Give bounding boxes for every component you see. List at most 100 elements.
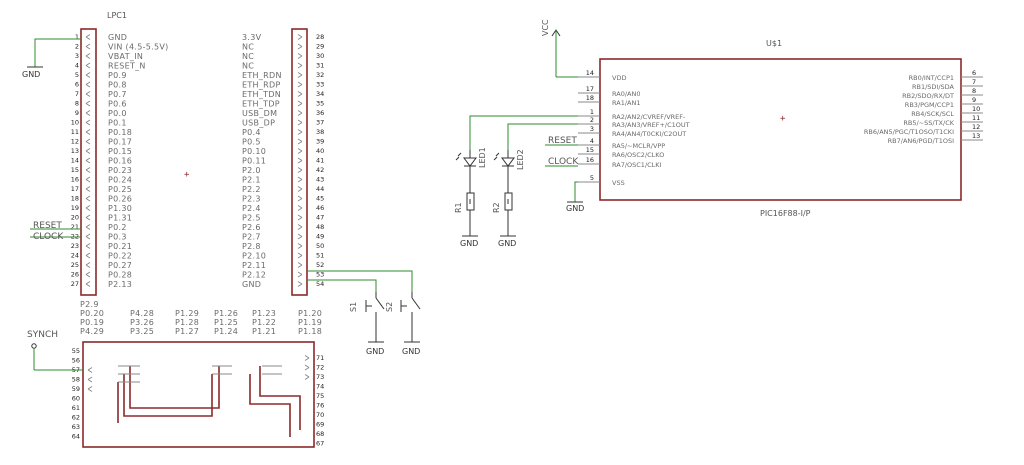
pin-number: 10: [71, 119, 79, 127]
pin-number: 46: [316, 204, 324, 212]
pin-number: 40: [316, 147, 324, 155]
bottom-pin: 56: [72, 357, 80, 365]
pin-name: P2.0: [242, 166, 261, 175]
pin-number: 13: [71, 147, 79, 155]
pin-number: 11: [972, 114, 980, 122]
pic-part-value: PIC16F88-I/P: [760, 209, 811, 218]
s2-gnd-label: GND: [402, 347, 420, 356]
pin-name: VIN (4.5-5.5V): [108, 43, 169, 52]
pin-arrow-icon: [297, 119, 303, 126]
pin-name: P0.26: [108, 195, 132, 204]
bottom-pin: 60: [72, 395, 80, 403]
pin-number: 49: [316, 233, 324, 241]
pin-name: P2.1: [242, 176, 261, 185]
pin-arrow-icon: [85, 100, 91, 107]
bottom-pin: 55: [72, 347, 80, 355]
pin-number: 2: [75, 43, 79, 51]
pin-number: 19: [71, 204, 79, 212]
pin-arrow-icon: [85, 186, 91, 192]
lpc-pin: 5 P0.9: [75, 71, 127, 80]
pin-arrow-icon: [297, 167, 303, 173]
pin-name: RB4/SCK/SCL: [911, 110, 954, 118]
pin-arrow-icon: [297, 205, 303, 211]
pin-arrow-icon: [85, 157, 91, 164]
pin-number: 44: [316, 185, 324, 193]
pin-name: P2.13: [108, 280, 132, 289]
pin-name: P0.0: [108, 109, 127, 118]
pin-number: 20: [71, 214, 79, 222]
pin-arrow-icon: [297, 186, 303, 192]
pin-number: 43: [316, 176, 324, 184]
pin-name: P0.9: [108, 71, 127, 80]
pin-arrow-icon: [87, 367, 93, 373]
pin-name: 3.3V: [242, 33, 262, 42]
pin-name: ETH_TDP: [242, 100, 280, 109]
pin-name: RA5/~MCLR/VPP: [612, 142, 665, 150]
pin-arrow-icon: [85, 62, 91, 69]
pin-number: 58: [72, 376, 80, 384]
pin-name: RA0/AN0: [612, 90, 640, 98]
pin-number: 12: [71, 138, 79, 146]
pin-number: 3: [75, 52, 79, 60]
pin-arrow-icon: [304, 374, 310, 380]
pin-number: 47: [316, 214, 324, 222]
pin-number: 5: [75, 71, 79, 79]
pin-number: 9: [75, 109, 79, 117]
pin-number: 67: [316, 440, 324, 448]
pin-name: NC: [242, 52, 254, 61]
pin-number: 6: [972, 69, 976, 77]
pin-name: P0.1: [108, 119, 127, 128]
bottom-pin: 75: [316, 392, 324, 400]
bottom-pin-name: P1.28: [175, 318, 199, 327]
pin-number: 55: [72, 347, 80, 355]
lpc-bottom-header: [82, 341, 315, 448]
pin-name: P0.18: [108, 128, 132, 137]
bottom-pin: 72: [304, 364, 324, 372]
r1-label: R1: [454, 202, 463, 213]
pin-name: RA7/OSC1/CLKI: [612, 161, 662, 169]
pic-gnd-symbol: GND: [566, 181, 584, 213]
pin-name: VSS: [612, 179, 625, 187]
bottom-pin: 58: [72, 376, 93, 384]
pin-arrow-icon: [85, 252, 91, 259]
pin-name: P0.7: [108, 90, 127, 99]
pin-arrow-icon: [297, 138, 303, 145]
bottom-pin-name: P0.19: [80, 318, 104, 327]
pin-name: NC: [242, 43, 254, 52]
pin-number: 60: [72, 395, 80, 403]
pin-name: P0.8: [108, 81, 127, 90]
pin-number: 75: [316, 392, 324, 400]
pin-number: 31: [316, 62, 324, 70]
pin-number: 76: [316, 402, 324, 410]
pin-number: 13: [972, 132, 980, 140]
bottom-pin: 61: [72, 404, 80, 412]
pin-arrow-icon: [297, 110, 303, 116]
pin-arrow-icon: [297, 233, 303, 240]
pin-number: 16: [586, 156, 594, 164]
pin-name: RA4/AN4/T0CKI/C2OUT: [612, 130, 686, 138]
pin-name: P0.23: [108, 166, 132, 175]
pin-name: P0.17: [108, 138, 132, 147]
s1-gnd-label: GND: [366, 347, 384, 356]
pin-arrow-icon: [85, 224, 91, 230]
bottom-pin: 67: [316, 440, 324, 448]
pin-number: 70: [316, 411, 324, 419]
